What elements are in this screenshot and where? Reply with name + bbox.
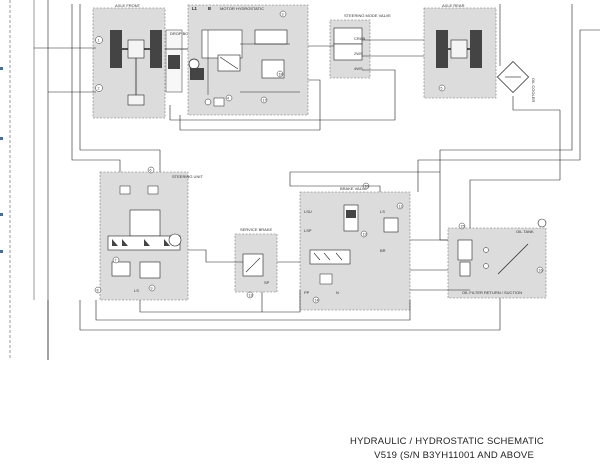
- callout-11: 11: [399, 205, 403, 209]
- front-wheel-right: [150, 30, 162, 68]
- callout-4: 4: [227, 97, 229, 101]
- svg-text:3: 3: [282, 13, 284, 17]
- svg-text:2: 2: [98, 87, 100, 91]
- svg-text:2WS: 2WS: [354, 51, 363, 56]
- svg-text:18: 18: [279, 73, 283, 77]
- callout-2: 2: [98, 87, 100, 91]
- callout-17: 17: [260, 96, 268, 104]
- svg-text:6: 6: [150, 169, 152, 173]
- steering-unit-group: STEERING UNIT R LS: [99, 166, 203, 301]
- motor-hydrostatic-label: MOTOR HYDROSTATIC: [220, 6, 264, 11]
- svg-text:5: 5: [441, 87, 443, 91]
- svg-text:LS: LS: [380, 209, 385, 214]
- svg-text:L1: L1: [192, 6, 198, 11]
- callout-5: 5: [441, 87, 443, 91]
- svg-text:CRAB: CRAB: [354, 36, 365, 41]
- rear-wheel-right: [470, 30, 482, 68]
- callout-14: 14: [312, 296, 320, 304]
- svg-text:15: 15: [461, 225, 465, 229]
- svg-text:1: 1: [98, 39, 100, 43]
- brake-valve-group: BRAKE VALVE LSU LS LSP PP N BR: [299, 182, 411, 311]
- callout-18: 18: [276, 70, 284, 78]
- svg-text:PP: PP: [304, 290, 310, 295]
- svg-text:B: B: [208, 6, 211, 11]
- callout-6: 6: [147, 166, 155, 174]
- svg-text:LS: LS: [134, 288, 139, 293]
- svg-text:7: 7: [115, 259, 117, 263]
- svg-text:12: 12: [363, 233, 367, 237]
- axle-rear-label: AXLE REAR: [442, 3, 465, 8]
- oil-tank-label: OIL TANK: [516, 229, 534, 234]
- front-wheel-left: [110, 30, 122, 68]
- callout-12: 12: [363, 233, 367, 237]
- svg-text:8: 8: [97, 289, 99, 293]
- callout-10: 10: [365, 185, 369, 189]
- schematic-title: HYDRAULIC / HYDROSTATIC SCHEMATIC: [350, 436, 544, 447]
- svg-text:9: 9: [151, 287, 153, 291]
- oil-filter-label: OIL FILTER RETURN / SUCTION: [462, 290, 522, 295]
- callout-3: 3: [282, 13, 284, 17]
- steering-unit-label: STEERING UNIT: [172, 174, 203, 179]
- oil-tank-gauge: [537, 218, 547, 228]
- rear-wheel-left: [436, 30, 448, 68]
- callouts: 1 2 3 4 5 6 7 8 9 10 11 12 13 14 15 16 1…: [94, 13, 544, 304]
- drop-box-label: DROP BOX: [170, 31, 191, 36]
- callout-13: 13: [246, 291, 254, 299]
- axle-rear-group: AXLE REAR: [423, 3, 497, 99]
- svg-text:LSP: LSP: [304, 228, 312, 233]
- svg-text:SP: SP: [264, 280, 270, 285]
- callout-15: 15: [458, 222, 466, 230]
- svg-text:10: 10: [365, 185, 369, 189]
- svg-text:4WS: 4WS: [354, 66, 363, 71]
- svg-text:17: 17: [263, 99, 267, 103]
- svg-text:11: 11: [399, 205, 403, 209]
- left-edge-ticks: [0, 67, 3, 253]
- schematic-subtitle: V519 (S/N B3YH11001 AND ABOVE: [374, 450, 534, 461]
- motor-hydrostatic-group: MOTOR HYDROSTATIC L1 B: [187, 4, 309, 116]
- brake-valve-label: BRAKE VALVE: [340, 186, 367, 191]
- svg-text:N: N: [336, 290, 339, 295]
- oil-cooler-group: OIL COOLER: [496, 60, 536, 102]
- service-brake-label: SERVICE BRAKE: [240, 227, 272, 232]
- steering-mode-valve-group: STEERING MODE VALVE CRAB 2WS 4WS: [329, 13, 391, 79]
- svg-text:13: 13: [249, 294, 253, 298]
- svg-text:14: 14: [315, 299, 319, 303]
- callout-9: 9: [148, 284, 156, 292]
- callout-8: 8: [94, 286, 102, 294]
- drop-box-group: DROP BOX: [165, 29, 191, 93]
- axle-front-group: AXLE FRONT: [92, 3, 166, 119]
- oil-filter-group: OIL FILTER RETURN / SUCTION OIL TANK: [447, 218, 547, 299]
- service-brake-group: SERVICE BRAKE SP: [234, 227, 278, 293]
- callout-16: 16: [536, 266, 544, 274]
- callout-1: 1: [98, 39, 100, 43]
- axle-front-label: AXLE FRONT: [115, 3, 141, 8]
- svg-text:BR: BR: [380, 248, 386, 253]
- svg-text:4: 4: [227, 97, 229, 101]
- svg-text:16: 16: [539, 269, 543, 273]
- oil-cooler-label: OIL COOLER: [531, 78, 536, 102]
- steering-mode-valve-label: STEERING MODE VALVE: [344, 13, 391, 18]
- hydraulic-lines: [34, 4, 600, 360]
- svg-text:LSU: LSU: [304, 209, 312, 214]
- callout-7: 7: [112, 256, 120, 264]
